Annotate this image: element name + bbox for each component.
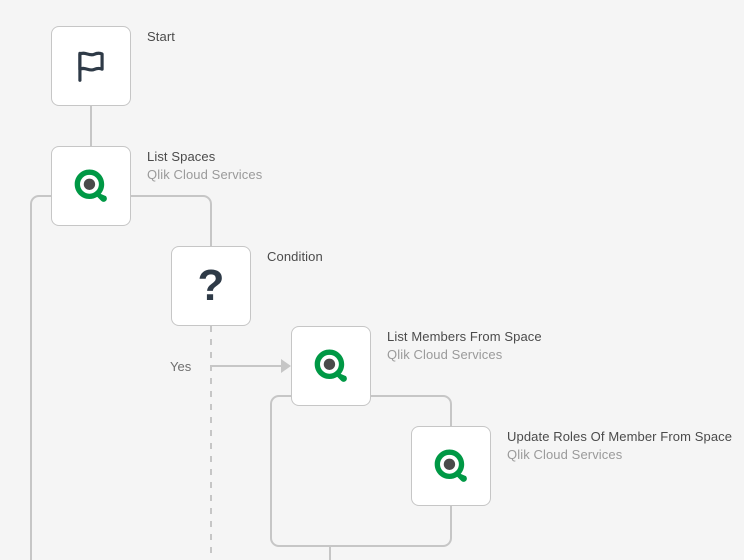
- node-list-members-from-space-title: List Members From Space: [387, 329, 542, 344]
- node-start[interactable]: [51, 26, 131, 106]
- node-update-roles-of-member-from-space[interactable]: [411, 426, 491, 506]
- node-condition-label: Condition: [267, 248, 323, 266]
- edge-update-roles-loop-back: [330, 506, 452, 547]
- node-list-spaces[interactable]: [51, 146, 131, 226]
- node-condition-title: Condition: [267, 249, 323, 264]
- node-condition[interactable]: ?: [171, 246, 251, 326]
- arrowhead-icon: [281, 359, 291, 373]
- node-list-spaces-subtitle: Qlik Cloud Services: [147, 166, 263, 182]
- node-update-roles-of-member-from-space-label: Update Roles Of Member From Space Qlik C…: [507, 428, 732, 463]
- node-list-spaces-title: List Spaces: [147, 149, 216, 164]
- node-start-label: Start: [147, 28, 175, 46]
- node-list-members-from-space-subtitle: Qlik Cloud Services: [387, 346, 503, 362]
- edge-label-yes: Yes: [170, 359, 192, 374]
- edge-list-spaces-left-loop: [30, 195, 92, 560]
- flag-icon: [72, 47, 110, 85]
- node-update-roles-of-member-from-space-subtitle: Qlik Cloud Services: [507, 446, 623, 462]
- edge-list-members-to-update-roles: [371, 395, 452, 426]
- edge-list-members-loop-left: [270, 395, 330, 547]
- node-list-members-from-space-label: List Members From Space Qlik Cloud Servi…: [387, 328, 542, 363]
- qlik-icon: [309, 344, 353, 388]
- question-mark-icon: ?: [197, 261, 225, 310]
- qlik-icon: [69, 164, 113, 208]
- node-list-spaces-label: List Spaces Qlik Cloud Services: [147, 148, 262, 183]
- qlik-icon: [429, 444, 473, 488]
- node-update-roles-of-member-from-space-title: Update Roles Of Member From Space: [507, 429, 733, 444]
- node-list-members-from-space[interactable]: [291, 326, 371, 406]
- node-start-title: Start: [147, 29, 175, 44]
